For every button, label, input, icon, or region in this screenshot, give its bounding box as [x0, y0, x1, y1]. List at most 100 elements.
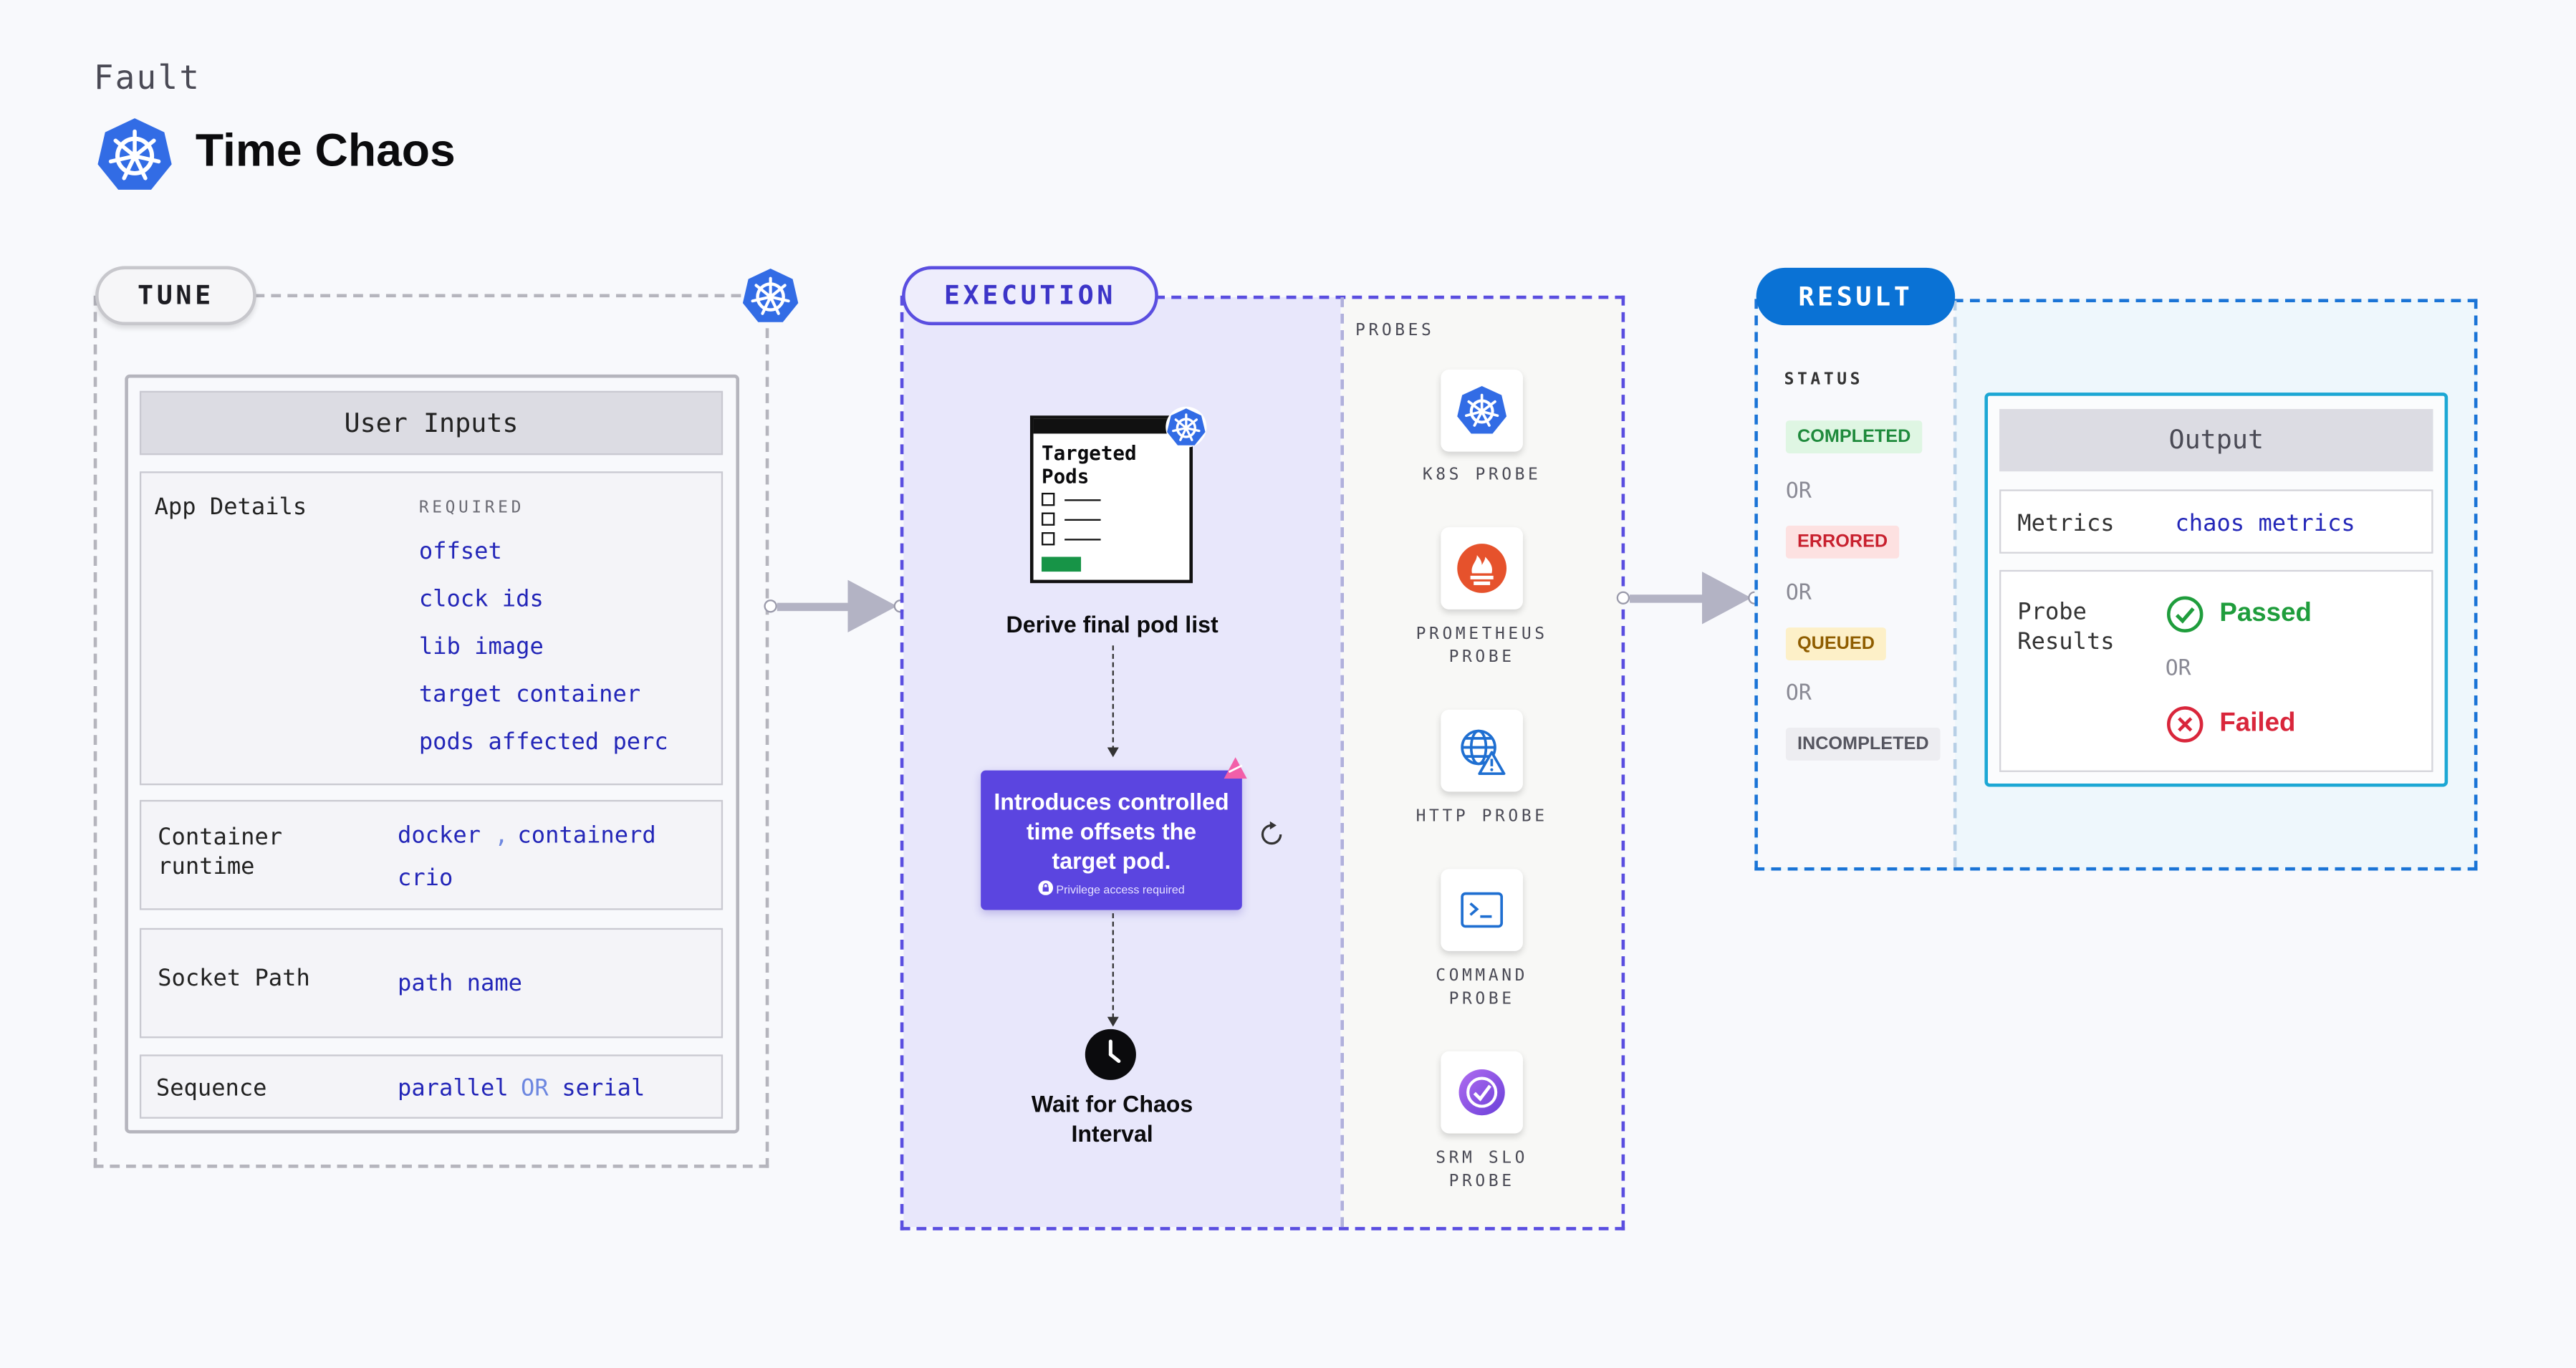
- metrics-value: chaos metrics: [2175, 511, 2355, 537]
- app-details-card: App Details REQUIRED offset clock ids li…: [139, 471, 724, 786]
- connector-dot: [1616, 591, 1630, 604]
- input-clock-ids: clock ids: [418, 586, 544, 613]
- flow-connector: [1112, 645, 1114, 751]
- sequence-serial: serial: [562, 1076, 645, 1102]
- srm-slo-probe-label: SRM SLO PROBE: [1383, 1148, 1580, 1194]
- k8s-probe-icon: [1441, 370, 1523, 452]
- metrics-card: Metrics chaos metrics: [1999, 489, 2433, 554]
- metrics-label: Metrics: [2017, 511, 2115, 537]
- action-line-3: target pod.: [1052, 847, 1171, 875]
- chaos-action-card: Introduces controlled time offsets the t…: [981, 770, 1242, 910]
- page-title: Time Chaos: [195, 125, 456, 176]
- or-label: OR: [1785, 479, 1812, 505]
- tune-border-top: [254, 294, 741, 298]
- arrow-line: [777, 602, 860, 612]
- probe-label-line: SRM SLO: [1436, 1150, 1529, 1168]
- or-label: OR: [1785, 681, 1812, 707]
- input-target-container: target container: [418, 681, 641, 708]
- probe-label-line: PROBE: [1448, 990, 1515, 1009]
- runtime-containerd: containerd: [517, 822, 656, 849]
- arrow-line: [1630, 594, 1712, 603]
- probe-label-line: HTTP PROBE: [1416, 808, 1548, 827]
- checkbox-icon: [1042, 532, 1055, 546]
- wait-line-2: Interval: [1071, 1120, 1153, 1147]
- prometheus-probe-icon: [1441, 527, 1523, 610]
- result-divider: [1953, 300, 1957, 867]
- arrow-head: [1701, 572, 1751, 625]
- clock-icon: [1085, 1029, 1136, 1080]
- runtime-separator: ,: [494, 822, 509, 849]
- container-runtime-card: Container runtime docker , containerd cr…: [139, 799, 724, 910]
- input-offset: offset: [418, 539, 502, 565]
- socket-path-card: Socket Path path name: [139, 928, 724, 1039]
- sequence-label: Sequence: [155, 1076, 267, 1102]
- wait-chaos-interval-label: Wait for Chaos Interval: [979, 1089, 1246, 1149]
- probe-label-line: K8S PROBE: [1422, 466, 1542, 485]
- command-probe-label: COMMAND PROBE: [1383, 966, 1580, 1012]
- http-probe-icon: [1441, 709, 1523, 792]
- socket-path-label: Socket Path: [158, 965, 310, 993]
- document-header-bar: [1033, 418, 1190, 434]
- status-green-bar: [1042, 557, 1082, 572]
- probe-results-line-1: Probe: [2017, 599, 2087, 626]
- connector-dot: [764, 599, 777, 613]
- or-label: OR: [2165, 657, 2191, 682]
- tune-section: [93, 295, 769, 1168]
- probe-results-label: Probe Results: [2017, 598, 2114, 657]
- list-line: [1064, 539, 1101, 541]
- status-title: STATUS: [1784, 371, 1864, 390]
- probe-label-line: PROMETHEUS: [1416, 625, 1548, 645]
- input-lib-image: lib image: [418, 634, 544, 660]
- result-border-top: [1953, 299, 2478, 302]
- checkbox-icon: [1042, 493, 1055, 506]
- kubernetes-icon: [1166, 406, 1207, 448]
- privilege-text: Privilege access required: [1056, 885, 1185, 897]
- probe-results-card: Probe Results Passed OR Failed: [1999, 569, 2433, 772]
- action-line-1: Introduces controlled: [994, 788, 1229, 815]
- probe-label-line: PROBE: [1448, 1172, 1515, 1191]
- srm-slo-icon: [1458, 1069, 1505, 1116]
- repeat-icon: [1261, 821, 1282, 845]
- execution-divider: [1340, 297, 1345, 1228]
- user-inputs-title: User Inputs: [139, 390, 724, 456]
- app-details-label: App Details: [154, 494, 307, 521]
- socket-path-value: path name: [398, 970, 522, 998]
- container-runtime-label-2: runtime: [158, 854, 255, 881]
- command-probe-icon: [1441, 869, 1523, 951]
- fault-label: Fault: [93, 57, 201, 97]
- runtime-crio: crio: [398, 865, 453, 892]
- http-globe-icon: [1461, 729, 1506, 776]
- probes-title: PROBES: [1355, 322, 1435, 340]
- output-title: Output: [1999, 409, 2433, 472]
- targeted-pods-line-2: Pods: [1042, 465, 1090, 488]
- chaos-marker-icon: [1224, 757, 1247, 779]
- probe-results-line-2: Results: [2017, 629, 2115, 656]
- kubernetes-icon: [97, 118, 172, 190]
- targeted-pods-line-1: Targeted: [1042, 441, 1137, 466]
- check-circle-icon: [2166, 596, 2203, 632]
- wait-line-1: Wait for Chaos: [1031, 1090, 1193, 1117]
- http-probe-label: HTTP PROBE: [1383, 806, 1580, 829]
- status-badge-incompleted: INCOMPLETED: [1785, 727, 1941, 761]
- targeted-pods-document: Targeted Pods: [1029, 415, 1193, 584]
- list-line: [1064, 519, 1101, 521]
- lock-icon: [1038, 880, 1053, 895]
- terminal-icon: [1461, 892, 1504, 928]
- privilege-note: Privilege access required: [981, 880, 1242, 897]
- flow-arrow-head: [1107, 747, 1119, 758]
- probe-label-line: PROBE: [1448, 648, 1515, 668]
- container-runtime-label-1: Container: [158, 824, 283, 851]
- result-pill: RESULT: [1756, 267, 1956, 326]
- sequence-card: Sequence parallel OR serial: [139, 1054, 724, 1119]
- tune-pill: TUNE: [95, 266, 256, 326]
- status-badge-completed: COMPLETED: [1785, 420, 1923, 453]
- failed-label: Failed: [2219, 709, 2296, 738]
- passed-label: Passed: [2219, 599, 2312, 628]
- execution-section: [900, 295, 1625, 1230]
- probe-label-line: COMMAND: [1436, 967, 1529, 986]
- execution-border-top: [1155, 295, 1625, 299]
- x-circle-icon: [2166, 706, 2203, 743]
- or-label: OR: [1785, 581, 1812, 607]
- status-area: [1757, 300, 1956, 867]
- action-line-2: time offsets the: [1026, 818, 1197, 844]
